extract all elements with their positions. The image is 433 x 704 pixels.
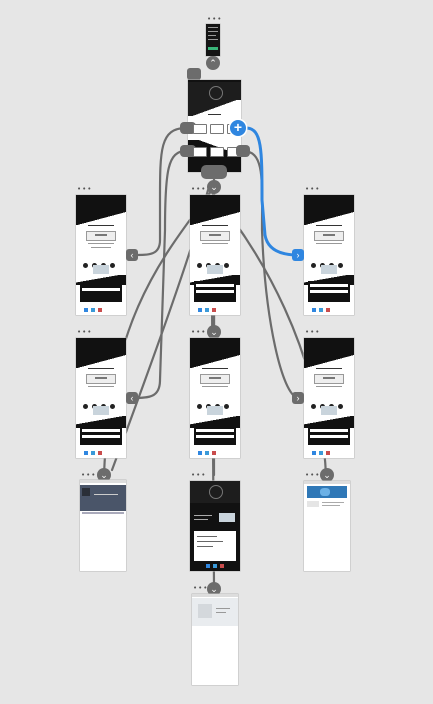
chevron-down-icon[interactable]: ⌄ [207, 582, 221, 596]
artboard-map-c4[interactable] [192, 594, 238, 685]
chevron-down-icon[interactable]: ⌄ [97, 468, 111, 482]
artboard-page-c3[interactable] [190, 481, 240, 571]
artboard-web-l3[interactable] [80, 480, 126, 571]
artboard-page-c2[interactable] [190, 338, 240, 458]
image-icon[interactable] [210, 124, 224, 134]
wire-active-home-to-r1 [244, 126, 300, 257]
more-icon[interactable]: ••• [81, 471, 97, 479]
artboard-page-c1[interactable] [190, 195, 240, 315]
more-icon[interactable]: ••• [305, 185, 321, 193]
link-node-2[interactable] [180, 145, 196, 157]
artboard-page-l2[interactable] [76, 338, 126, 458]
chevron-down-icon[interactable]: ⌄ [207, 180, 221, 194]
more-icon[interactable]: ••• [191, 328, 207, 336]
chevron-up-icon[interactable]: ⌃ [206, 56, 220, 70]
chevron-left-icon[interactable]: ‹ [126, 249, 138, 261]
more-icon[interactable]: ••• [191, 185, 207, 193]
artboard-page-r2[interactable] [304, 338, 354, 458]
link-node-3[interactable] [236, 145, 250, 157]
home-icon[interactable] [187, 68, 201, 80]
plus-icon[interactable]: + [230, 120, 246, 136]
image-icon[interactable] [193, 147, 207, 157]
artboard-phone[interactable] [206, 24, 220, 56]
wire-home-to-l2 [131, 149, 188, 400]
more-icon[interactable]: ••• [305, 328, 321, 336]
more-icon[interactable]: ••• [207, 15, 223, 23]
image-icon[interactable] [210, 147, 224, 157]
wire-home-to-r2 [241, 149, 300, 400]
chevron-left-icon[interactable]: ‹ [126, 392, 138, 404]
image-icon[interactable] [193, 124, 207, 134]
chevron-down-icon[interactable]: ⌄ [320, 468, 334, 482]
chevron-down-icon[interactable]: ⌄ [207, 325, 221, 339]
chevron-right-icon[interactable]: › [292, 249, 304, 261]
more-icon[interactable]: ••• [193, 584, 209, 592]
artboard-page-r1[interactable] [304, 195, 354, 315]
more-icon[interactable]: ••• [77, 185, 93, 193]
link-node-1[interactable] [180, 122, 196, 134]
more-icon[interactable]: ••• [191, 471, 207, 479]
wire-home-to-l1 [131, 126, 188, 257]
link-node-bottom[interactable] [201, 165, 227, 179]
chevron-right-icon[interactable]: › [292, 392, 304, 404]
artboard-page-l1[interactable] [76, 195, 126, 315]
more-icon[interactable]: ••• [77, 328, 93, 336]
artboard-web-r3[interactable] [304, 481, 350, 571]
more-icon[interactable]: ••• [305, 471, 321, 479]
